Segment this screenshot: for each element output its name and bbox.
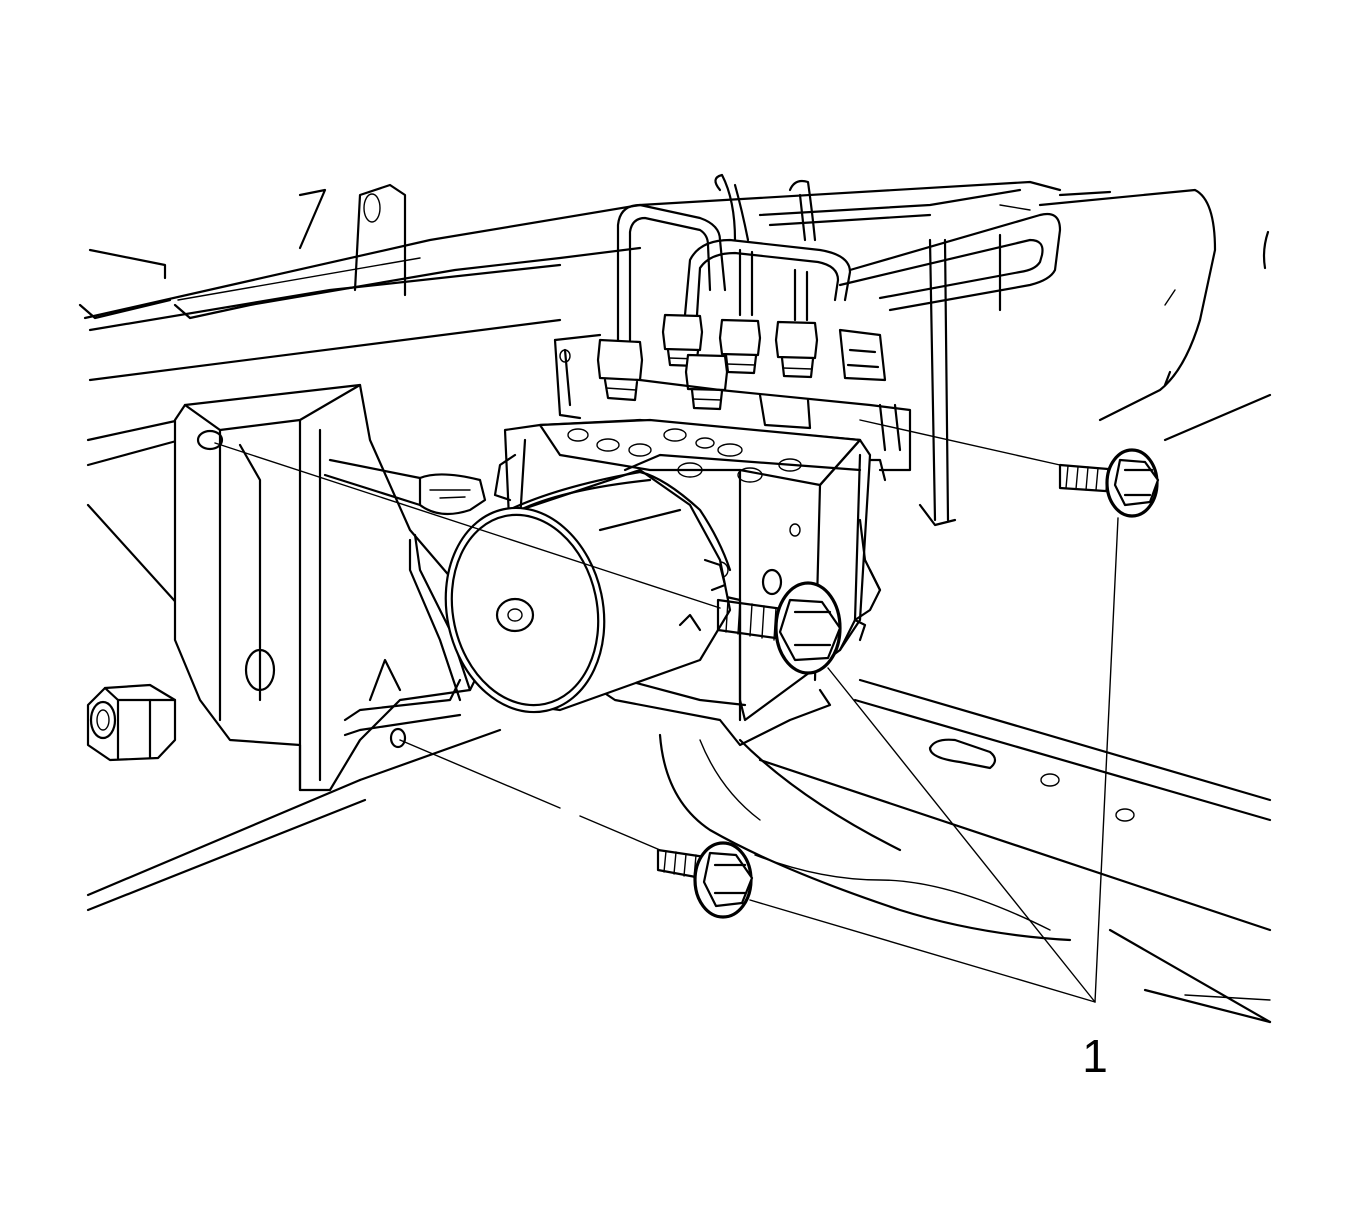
tube-fitting-5 — [774, 320, 819, 379]
brake-pipes — [616, 173, 1062, 527]
tube-fitting-1 — [596, 338, 644, 402]
alignment-lines — [214, 419, 1061, 851]
tube-fitting-2 — [661, 313, 704, 368]
vehicle-frame-structure — [78, 180, 1272, 1024]
tube-fitting-6 — [838, 328, 887, 382]
mounting-bolts — [656, 448, 1160, 919]
pump-motor — [323, 458, 732, 714]
center-bolt — [716, 581, 842, 675]
mounting-bracket — [86, 383, 492, 792]
tube-fittings — [596, 313, 887, 411]
upper-bracket — [553, 333, 912, 472]
tube-fitting-3 — [684, 353, 729, 411]
lower-bolt — [656, 841, 754, 919]
upper-right-bolt — [1058, 448, 1160, 518]
callout-1-label: 1 — [1082, 1030, 1108, 1082]
callout-leaders — [749, 517, 1119, 1003]
tube-fitting-4 — [718, 318, 762, 375]
